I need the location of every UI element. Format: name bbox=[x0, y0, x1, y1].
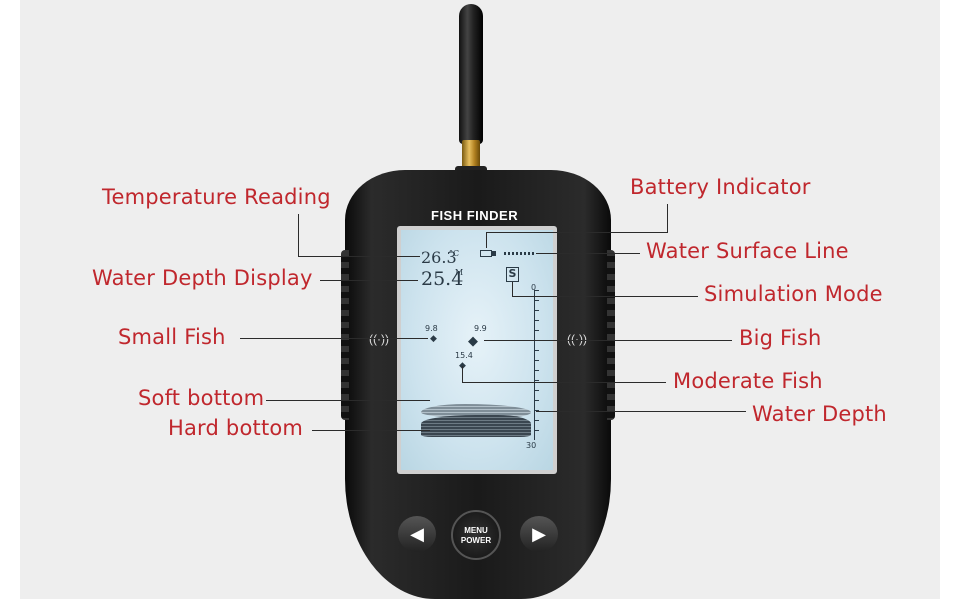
antenna-connector bbox=[462, 140, 480, 170]
leader-moderate-fish bbox=[462, 382, 666, 383]
leader-temperature-vertical bbox=[298, 214, 299, 256]
label-big-fish: Big Fish bbox=[739, 326, 822, 350]
label-simulation-mode: Simulation Mode bbox=[704, 282, 883, 306]
label-temperature-reading: Temperature Reading bbox=[102, 185, 331, 209]
menu-power-button[interactable]: MENU POWER bbox=[451, 510, 501, 560]
label-moderate-fish: Moderate Fish bbox=[673, 369, 823, 393]
right-grip bbox=[607, 250, 615, 420]
hard-bottom-layer bbox=[421, 415, 531, 437]
depth-value: 25.4 bbox=[421, 268, 464, 290]
small-fish-icon: ◆ bbox=[430, 333, 437, 343]
leader-moderate-drop bbox=[462, 366, 463, 382]
sonar-wave-icon: ((·)) bbox=[567, 332, 587, 346]
leader-simulation-mode bbox=[512, 296, 698, 297]
right-arrow-button[interactable]: ▶ bbox=[520, 516, 558, 552]
leader-soft-bottom bbox=[266, 400, 430, 401]
depth-unit: M bbox=[455, 268, 464, 277]
leader-water-surface-line bbox=[536, 253, 640, 254]
antenna bbox=[459, 4, 483, 144]
label-hard-bottom: Hard bottom bbox=[168, 416, 304, 440]
label-water-surface-line: Water Surface Line bbox=[646, 239, 849, 263]
left-grip bbox=[341, 250, 349, 420]
leader-water-depth-display bbox=[320, 280, 418, 281]
label-water-depth: Water Depth bbox=[752, 402, 887, 426]
big-fish-icon: ◆ bbox=[468, 333, 478, 348]
leader-water-depth bbox=[536, 411, 746, 412]
battery-level-icon bbox=[491, 251, 496, 256]
power-label: POWER bbox=[460, 536, 492, 545]
brand-label: FISH FINDER bbox=[431, 208, 519, 223]
depth-scale-bottom: 30 bbox=[526, 441, 537, 450]
leader-simulation-drop bbox=[512, 282, 513, 296]
leader-small-fish bbox=[240, 338, 428, 339]
sonar-wave-icon: ((·)) bbox=[369, 332, 389, 346]
depth-scale bbox=[534, 290, 539, 440]
moderate-fish-depth: 15.4 bbox=[455, 351, 473, 360]
leader-big-fish bbox=[484, 340, 732, 341]
leader-hard-bottom bbox=[312, 430, 430, 431]
label-soft-bottom: Soft bottom bbox=[138, 386, 265, 410]
leader-temperature-horizontal bbox=[298, 256, 420, 257]
temperature-value: 26.3 bbox=[421, 248, 457, 267]
label-battery-indicator: Battery Indicator bbox=[630, 175, 811, 199]
moderate-fish-icon: ◆ bbox=[459, 360, 466, 370]
leader-battery-drop bbox=[486, 232, 487, 248]
label-small-fish: Small Fish bbox=[118, 325, 226, 349]
big-fish-depth: 9.9 bbox=[474, 324, 487, 333]
leader-battery-vertical bbox=[667, 204, 668, 232]
leader-battery-horizontal bbox=[486, 232, 668, 233]
soft-bottom-layer bbox=[421, 404, 531, 418]
water-surface-line bbox=[504, 252, 536, 255]
temperature-unit: °C bbox=[449, 249, 460, 258]
label-water-depth-display: Water Depth Display bbox=[92, 266, 313, 290]
left-arrow-button[interactable]: ◀ bbox=[398, 516, 436, 552]
depth-scale-top: 0 bbox=[531, 283, 537, 292]
simulation-mode-badge: S bbox=[506, 267, 519, 282]
small-fish-depth: 9.8 bbox=[425, 324, 438, 333]
menu-label: MENU bbox=[464, 526, 488, 535]
